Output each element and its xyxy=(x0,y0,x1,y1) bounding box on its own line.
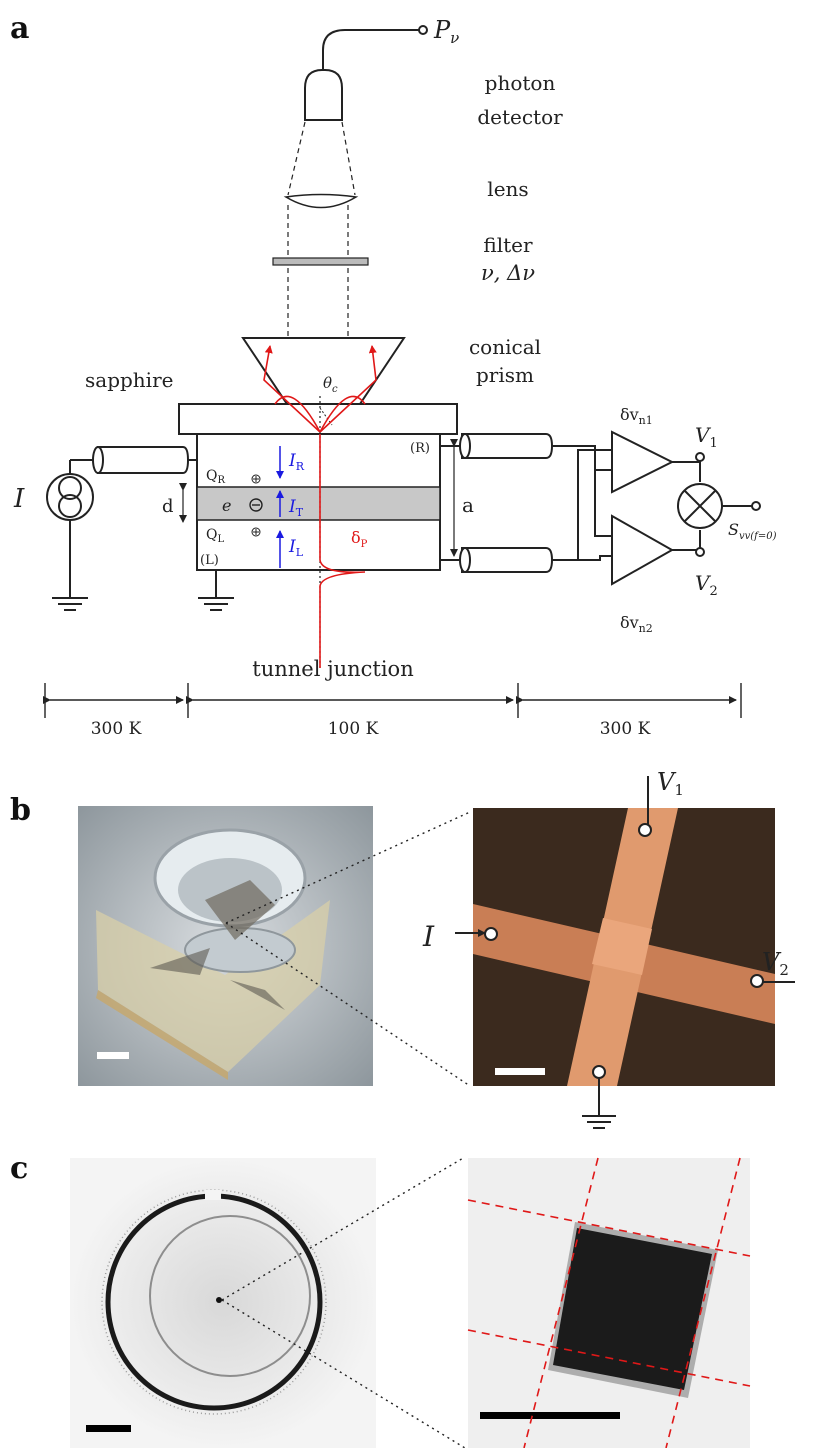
b-v1-label: V1 xyxy=(657,768,684,799)
dv-n1-label: δvn1 xyxy=(620,405,653,427)
tunnel-junction-label: tunnel junction xyxy=(252,657,413,681)
panel-label-a: a xyxy=(10,11,29,46)
conical-prism xyxy=(241,337,406,405)
tunnel-barrier xyxy=(196,486,441,521)
e-label: e xyxy=(222,496,231,515)
optical-path-dashed xyxy=(287,121,356,338)
photon-label: photon xyxy=(485,71,556,95)
sapphire-label: sapphire xyxy=(85,368,173,392)
v2-label: V2 xyxy=(695,571,718,599)
lens xyxy=(283,193,359,209)
temp-right: 300 K xyxy=(600,719,651,739)
d-label: d xyxy=(162,496,174,517)
svv-label: Svv(f=0) xyxy=(728,520,777,542)
filter xyxy=(272,257,369,266)
r-label: (R) xyxy=(410,441,430,456)
current-source-label: I xyxy=(13,484,25,514)
il-label: IL xyxy=(288,537,304,559)
temperature-zones xyxy=(43,683,742,718)
sample-photo xyxy=(78,806,373,1086)
emission-ring-image xyxy=(70,1158,376,1448)
dv-n2-label: δvn2 xyxy=(620,613,653,635)
zoom-lines-b xyxy=(225,811,471,1087)
filter-label: filter xyxy=(483,233,533,257)
temp-left: 300 K xyxy=(91,719,142,739)
light-rays xyxy=(263,345,377,668)
v1-label: V1 xyxy=(695,423,718,451)
p-nu-label: Pν xyxy=(433,16,459,47)
conical-label: conical xyxy=(469,335,541,359)
charge-symbols xyxy=(249,474,263,537)
b-i-label: I xyxy=(422,920,435,953)
left-circuit xyxy=(46,446,234,611)
panel-label-b: b xyxy=(10,793,31,828)
qr-label: QR xyxy=(206,468,225,486)
panel-label-c: c xyxy=(10,1151,28,1186)
zoom-lines-c xyxy=(221,1156,466,1448)
junction-emission-image xyxy=(467,1157,751,1448)
temp-mid: 100 K xyxy=(328,719,379,739)
l-label: (L) xyxy=(200,553,219,568)
prism-label: prism xyxy=(476,363,534,387)
lens-label: lens xyxy=(487,177,528,201)
photon-detector xyxy=(304,25,428,121)
micrograph-contacts xyxy=(455,776,795,1129)
filter-params: ν, Δν xyxy=(481,261,535,285)
detector-label: detector xyxy=(477,105,563,129)
it-label: IT xyxy=(288,497,304,519)
right-circuit xyxy=(440,430,761,586)
theta-label: θc xyxy=(323,374,338,395)
a-label: a xyxy=(462,493,474,517)
b-v2-label: V2 xyxy=(762,948,789,979)
ql-label: QL xyxy=(206,527,224,545)
delta-p-label: δP xyxy=(351,528,368,550)
junction-micrograph xyxy=(473,808,775,1086)
ir-label: IR xyxy=(288,451,305,473)
